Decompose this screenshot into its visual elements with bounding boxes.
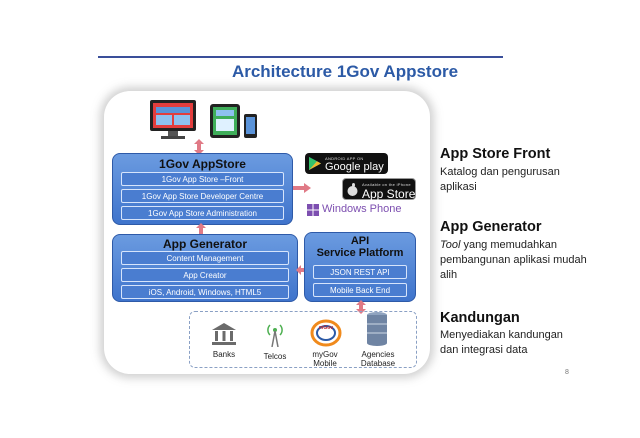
google-play-label: Google play <box>325 161 384 173</box>
arrow-api-agencies <box>356 300 366 314</box>
app-store-small-text: Available on the iPhone <box>362 182 411 187</box>
feature-desc-rest: yang memudahkan <box>460 239 558 251</box>
feature-title-app-generator: App Generator <box>440 219 542 235</box>
antenna-icon <box>267 324 283 347</box>
google-play-badge: ANDROID APP ON Google play <box>305 153 388 174</box>
app-generator-title: App Generator <box>162 237 247 251</box>
api-title-line2: Service Platform <box>316 247 404 259</box>
platforms-bar: iOS, Android, Windows, HTML5 <box>121 285 289 299</box>
app-store-label: App Store <box>362 187 416 201</box>
mygov-logo-text: mGov <box>319 325 333 331</box>
app-generator-box: App Generator Content Management App Cre… <box>112 234 298 302</box>
api-title-line1: API <box>350 235 370 247</box>
appstore-box: 1Gov AppStore 1Gov App Store –Front 1Gov… <box>112 153 293 225</box>
agencies-db-line1: Agencies <box>361 350 395 359</box>
agencies-db-label: Agencies Database <box>352 350 404 368</box>
feature-desc-kandungan: Menyediakan kandungan dan integrasi data <box>440 328 620 358</box>
bank-icon <box>212 323 236 345</box>
feature-desc-appstore-front: Katalog dan pengurusan aplikasi <box>440 165 620 195</box>
mygov-label-line2: Mobile <box>313 359 337 368</box>
feature-desc-line: alih <box>440 269 458 281</box>
windows-phone-label: Windows Phone <box>322 203 402 215</box>
content-management-bar: Content Management <box>121 251 289 265</box>
mygov-label-line1: myGov <box>312 350 338 359</box>
appstore-front-bar: 1Gov App Store –Front <box>121 172 284 186</box>
feature-title-appstore-front: App Store Front <box>440 146 551 162</box>
api-platform-box: API Service Platform JSON REST API Mobil… <box>304 232 416 302</box>
arrow-appgen-appstore <box>196 223 206 235</box>
play-triangle-icon <box>309 157 321 170</box>
slide-title: Architecture 1Gov Appstore <box>231 62 459 81</box>
agencies-db-line2: Database <box>360 359 396 368</box>
mygov-logo: mGov <box>310 319 342 347</box>
feature-desc-tool: Tool <box>440 239 461 251</box>
windows-logo-icon <box>307 204 319 216</box>
feature-desc-line: Menyediakan kandungan <box>440 329 563 341</box>
appstore-title: 1Gov AppStore <box>159 157 246 171</box>
feature-desc-line: pembangunan aplikasi mudah <box>440 254 587 266</box>
feature-desc-line: Katalog dan pengurusan <box>440 166 560 178</box>
mobile-back-end-bar: Mobile Back End <box>313 283 407 297</box>
agencies-container <box>189 311 417 368</box>
json-rest-api-bar: JSON REST API <box>313 265 407 279</box>
app-store-badge: Available on the iPhone App Store <box>342 178 416 201</box>
app-creator-bar: App Creator <box>121 268 289 282</box>
telcos-label: Telcos <box>263 352 287 361</box>
appstore-developer-bar: 1Gov App Store Developer Centre <box>121 189 284 203</box>
page-number: 8 <box>565 369 569 376</box>
arrow-devices-appstore <box>194 139 204 155</box>
feature-desc-line: aplikasi <box>440 181 477 193</box>
banks-label: Banks <box>212 350 236 359</box>
mygov-label: myGov Mobile <box>300 350 350 368</box>
feature-desc-app-generator: Tool yang memudahkan pembangunan aplikas… <box>440 238 620 283</box>
database-icon <box>367 312 387 346</box>
feature-desc-line: Tool yang memudahkan <box>440 238 620 253</box>
google-play-small-text: ANDROID APP ON <box>325 156 364 161</box>
apple-icon <box>347 183 358 196</box>
devices-icon <box>150 100 257 139</box>
feature-desc-line: dan integrasi data <box>440 344 528 356</box>
appstore-admin-bar: 1Gov App Store Administration <box>121 206 284 220</box>
feature-title-kandungan: Kandungan <box>440 310 520 326</box>
arrow-appstore-stores <box>293 183 311 193</box>
title-rule <box>98 56 503 58</box>
